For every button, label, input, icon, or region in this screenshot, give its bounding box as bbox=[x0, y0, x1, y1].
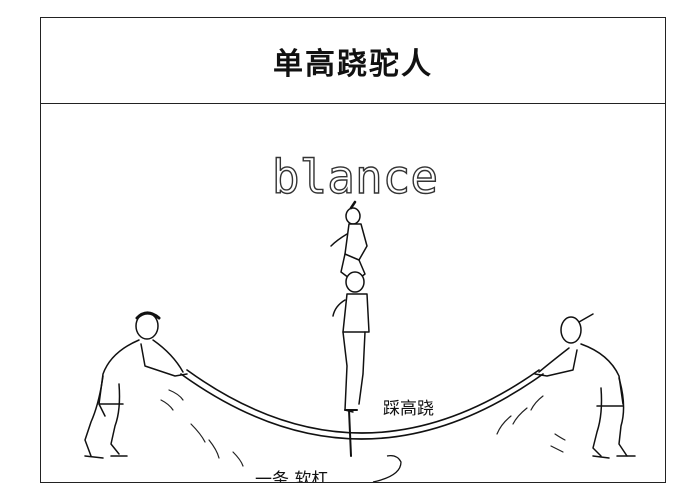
illustration-frame: 单高跷驼人 blance bbox=[40, 17, 666, 483]
illustration-scene: blance bbox=[41, 104, 665, 482]
sketch-canvas: blance bbox=[84, 149, 636, 482]
title-band: 单高跷驼人 bbox=[41, 18, 665, 104]
left-person-figure bbox=[84, 311, 188, 459]
headline-word: blance bbox=[272, 150, 438, 204]
motion-lines bbox=[160, 389, 566, 467]
soft-pole bbox=[180, 369, 544, 440]
stilt-label: 踩高跷 bbox=[383, 399, 434, 419]
pole-pointer-arrow bbox=[372, 454, 402, 482]
right-person-figure bbox=[534, 313, 636, 459]
pole-label: 一条 软杠 bbox=[255, 470, 328, 482]
stilt-walker-figure bbox=[330, 200, 370, 457]
page-title: 单高跷驼人 bbox=[273, 46, 433, 82]
